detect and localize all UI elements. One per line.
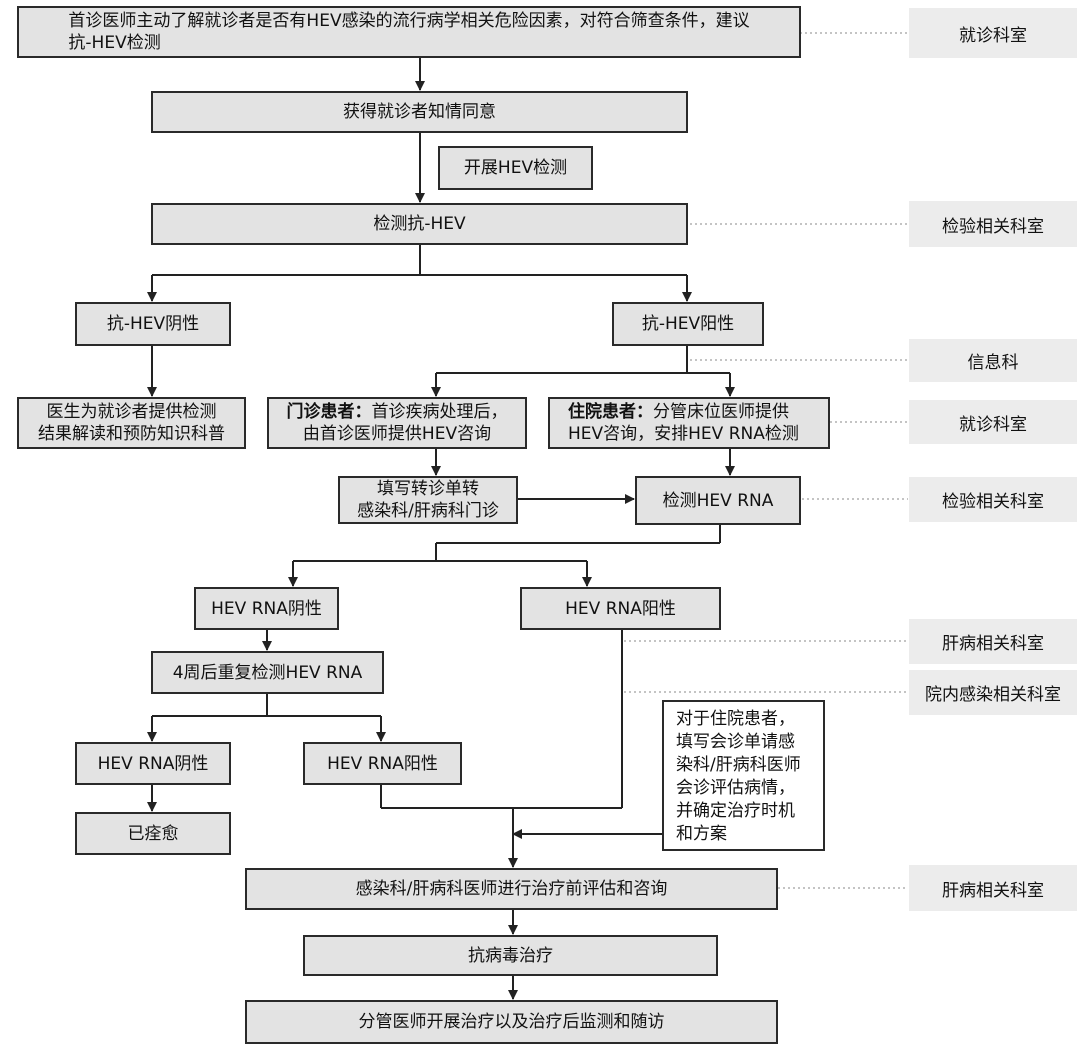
anti-hev-test-box: 检测抗-HEV: [151, 203, 688, 245]
rna-positive-2-label: HEV RNA阳性: [327, 753, 438, 774]
anti-hev-test-label: 检测抗-HEV: [373, 214, 466, 234]
informed-consent-label: 获得就诊者知情同意: [343, 102, 496, 122]
negative-result-box: 医生为就诊者提供检测结果解读和预防知识科普: [17, 397, 246, 449]
rna-negative-label: HEV RNA阴性: [211, 598, 322, 619]
anti-hev-negative-label: 抗-HEV阴性: [106, 314, 200, 334]
followup-box: 分管医师开展治疗以及治疗后监测和随访: [245, 1000, 778, 1044]
note-line: 染科/肝病科医师: [676, 755, 801, 775]
retest-box: 4周后重复检测HEV RNA: [151, 651, 384, 694]
inpatient-consultation-note: 对于住院患者， 填写会诊单请感 染科/肝病科医师 会诊评估病情， 并确定治疗时机…: [662, 700, 825, 851]
note-line: 和方案: [676, 824, 727, 844]
rna-test-label: 检测HEV RNA: [662, 490, 774, 511]
hev-test-side-box: 开展HEV检测: [438, 146, 593, 190]
pretreatment-evaluation-box: 感染科/肝病科医师进行治疗前评估和咨询: [245, 868, 778, 910]
outpatient-box: 门诊患者：首诊疾病处理后，由首诊医师提供HEV咨询: [267, 397, 527, 449]
anti-hev-positive-label: 抗-HEV阳性: [641, 314, 735, 334]
dept-label: 检验相关科室: [909, 201, 1077, 247]
rna-negative-box: HEV RNA阴性: [194, 587, 339, 630]
cured-label: 已痊愈: [127, 823, 179, 844]
inpatient-line1: 分管床位医师提供: [653, 402, 789, 422]
followup-label: 分管医师开展治疗以及治疗后监测和随访: [358, 1012, 665, 1032]
informed-consent-box: 获得就诊者知情同意: [151, 91, 688, 133]
negative-result-line2: 结果解读和预防知识科普: [38, 424, 225, 444]
note-line: 填写会诊单请感: [676, 732, 795, 752]
anti-hev-positive-box: 抗-HEV阳性: [612, 302, 764, 346]
dept-label: 肝病相关科室: [909, 865, 1077, 911]
retest-label: 4周后重复检测HEV RNA: [172, 662, 363, 683]
dept-label: 检验相关科室: [909, 477, 1077, 522]
dept-label: 信息科: [909, 339, 1077, 382]
dept-label: 就诊科室: [909, 400, 1077, 444]
hev-test-side-label: 开展HEV检测: [463, 158, 568, 178]
pretreatment-evaluation-label: 感染科/肝病科医师进行治疗前评估和咨询: [355, 879, 668, 899]
inpatient-title: 住院患者：: [568, 402, 653, 422]
initial-screening-line2: 抗-HEV检测: [68, 33, 161, 53]
note-line: 并确定治疗时机: [676, 801, 795, 821]
anti-hev-negative-box: 抗-HEV阴性: [75, 302, 231, 346]
initial-screening-box: 首诊医师主动了解就诊者是否有HEV感染的流行病学相关危险因素，对符合筛查条件，建…: [17, 6, 801, 58]
referral-box: 填写转诊单转感染科/肝病科门诊: [338, 476, 518, 524]
initial-screening-line1: 首诊医师主动了解就诊者是否有HEV感染的流行病学相关危险因素，对符合筛查条件，建…: [68, 11, 750, 31]
note-line: 会诊评估病情，: [676, 778, 795, 798]
negative-result-line1: 医生为就诊者提供检测: [46, 402, 217, 422]
rna-positive-2-box: HEV RNA阳性: [303, 742, 462, 785]
outpatient-line2: 由首诊医师提供HEV咨询: [302, 424, 492, 444]
outpatient-line1: 首诊疾病处理后，: [371, 402, 508, 422]
rna-positive-box: HEV RNA阳性: [520, 587, 721, 630]
dept-label: 肝病相关科室: [909, 619, 1077, 664]
outpatient-title: 门诊患者：: [286, 402, 372, 422]
antiviral-therapy-box: 抗病毒治疗: [303, 935, 718, 976]
dept-label: 就诊科室: [909, 8, 1077, 58]
rna-test-box: 检测HEV RNA: [635, 476, 801, 525]
antiviral-therapy-label: 抗病毒治疗: [468, 945, 553, 966]
cured-box: 已痊愈: [75, 812, 231, 855]
referral-line1: 填写转诊单转: [376, 479, 479, 499]
referral-line2: 感染科/肝病科门诊: [357, 501, 499, 521]
rna-negative-2-box: HEV RNA阴性: [75, 742, 231, 785]
rna-positive-label: HEV RNA阳性: [565, 598, 676, 619]
dept-label: 院内感染相关科室: [909, 670, 1077, 715]
note-line: 对于住院患者，: [676, 709, 795, 729]
rna-negative-2-label: HEV RNA阴性: [97, 753, 209, 774]
inpatient-line2: HEV咨询，安排HEV RNA检测: [568, 424, 799, 444]
